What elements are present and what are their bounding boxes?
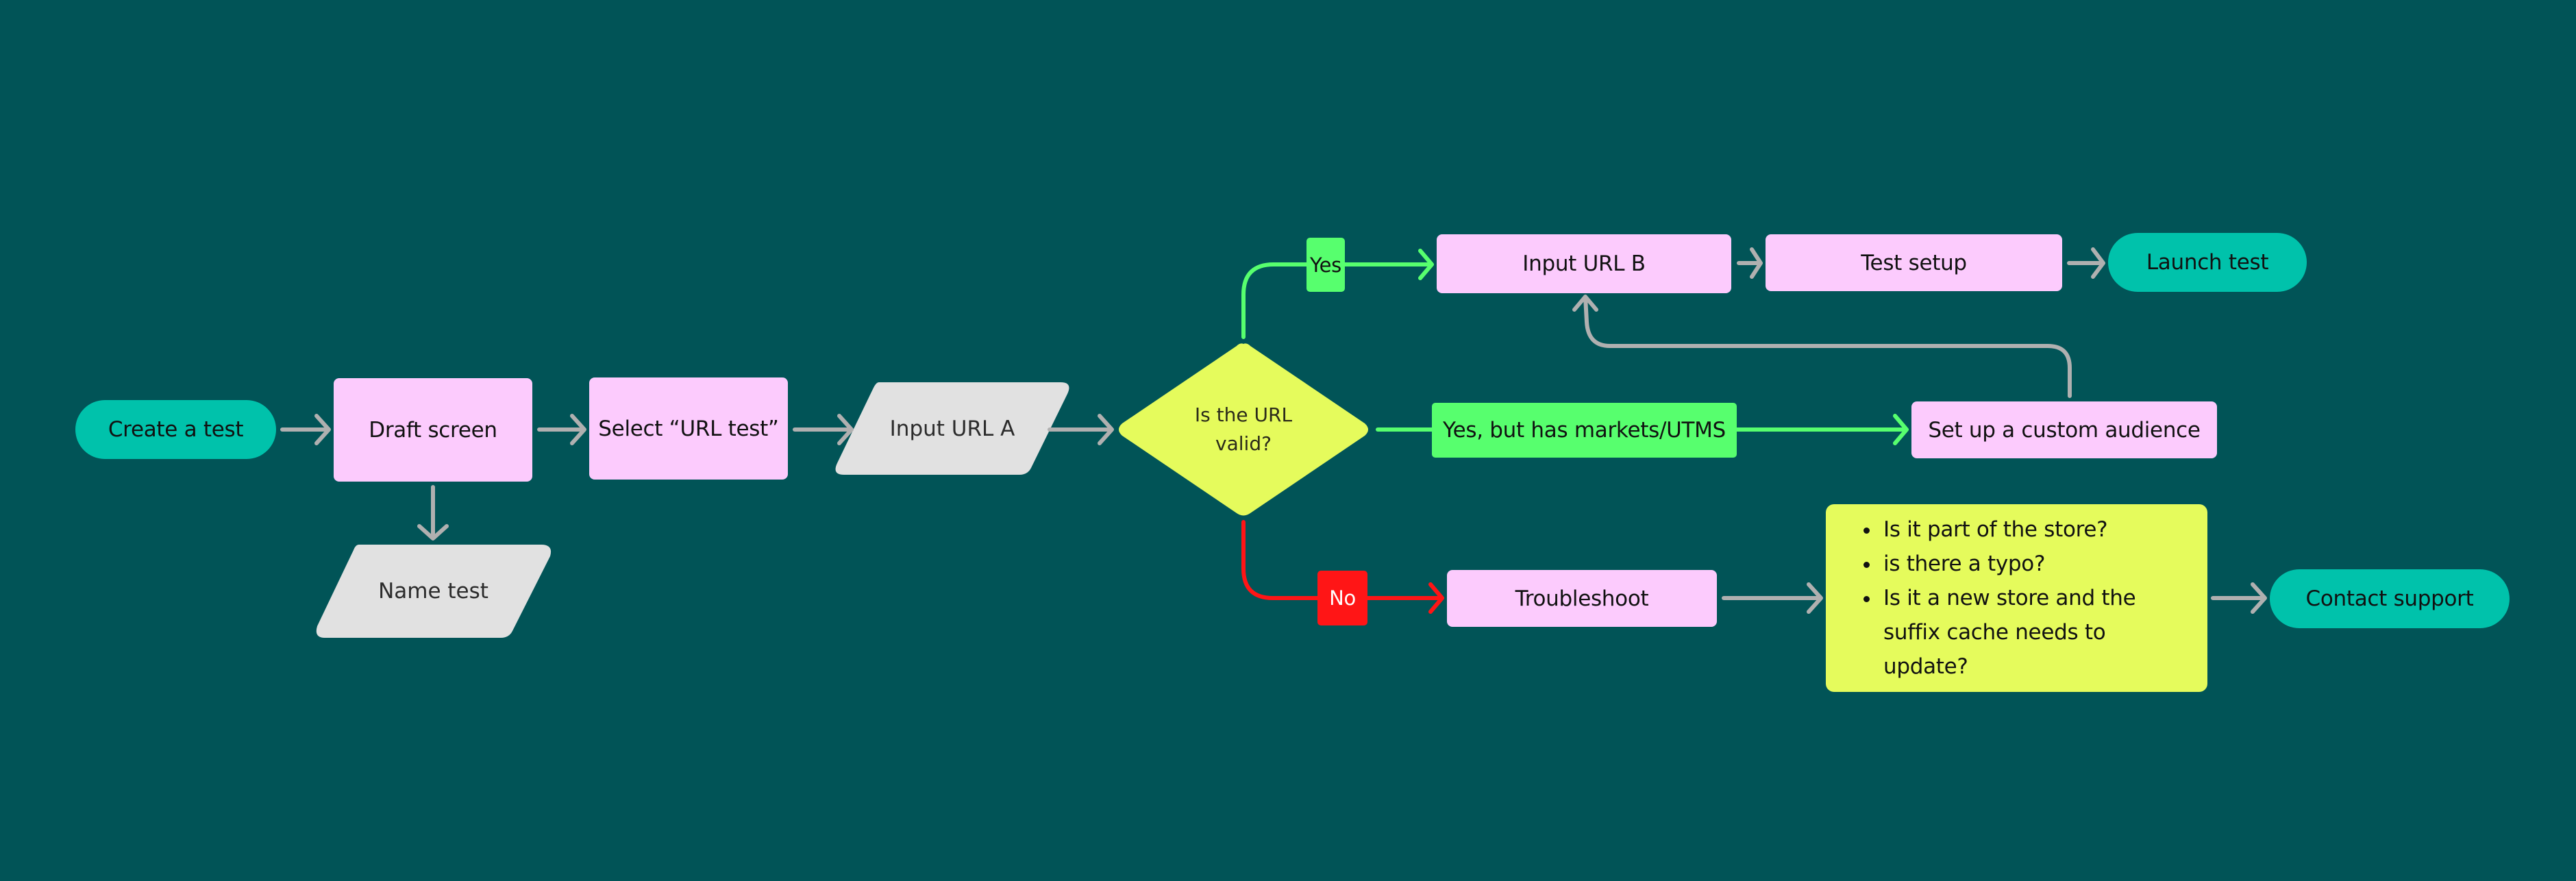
node-input-url-b[interactable]: Input URL B	[1437, 234, 1731, 293]
node-create-test-label: Create a test	[108, 417, 244, 442]
input-url-a-shape[interactable]	[835, 382, 1069, 475]
edge-label-no-text: No	[1329, 586, 1356, 610]
edge-create-to-draft	[280, 414, 331, 445]
node-name-test-label: Name test	[378, 579, 488, 604]
edge-decision-no	[1241, 520, 1444, 614]
node-input-url-a[interactable]: Input URL A	[843, 382, 1062, 475]
checklist-item: is there a typo?	[1881, 547, 2157, 581]
edge-setup-to-launch	[2067, 247, 2105, 279]
node-yes-but-markets[interactable]: Yes, but has markets/UTMS	[1432, 403, 1737, 458]
edge-input-b-to-setup	[1737, 247, 1763, 279]
checklist-item: Is it a new store and the suffix cache n…	[1881, 581, 2157, 684]
node-decision[interactable]: Is the URL valid?	[1175, 388, 1312, 471]
edge-troubleshoot-to-checks	[1722, 582, 1823, 614]
edge-label-yes-text: Yes	[1310, 253, 1341, 277]
node-yes-but-markets-label: Yes, but has markets/UTMS	[1443, 418, 1726, 443]
checklist-item: Is it part of the store?	[1881, 512, 2157, 547]
edge-draft-to-select	[537, 414, 586, 445]
node-create-test[interactable]: Create a test	[75, 400, 276, 459]
edge-decision-yes	[1241, 249, 1434, 339]
node-select-url-test-label: Select “URL test”	[598, 416, 779, 441]
node-select-url-test[interactable]: Select “URL test”	[589, 377, 788, 480]
node-troubleshoot-checks[interactable]: Is it part of the store? is there a typo…	[1826, 504, 2207, 692]
node-input-url-b-label: Input URL B	[1522, 251, 1646, 276]
node-draft-screen[interactable]: Draft screen	[334, 378, 532, 482]
node-troubleshoot[interactable]: Troubleshoot	[1447, 570, 1717, 627]
edge-input-a-to-decision	[1048, 414, 1114, 445]
node-draft-screen-label: Draft screen	[369, 417, 497, 443]
node-custom-audience-label: Set up a custom audience	[1928, 417, 2201, 443]
node-name-test[interactable]: Name test	[322, 545, 545, 638]
decision-diamond-shape[interactable]	[1119, 343, 1368, 516]
edge-draft-to-name	[417, 485, 449, 541]
node-test-setup-label: Test setup	[1861, 250, 1967, 275]
node-launch-test-label: Launch test	[2146, 250, 2269, 275]
node-contact-support-label: Contact support	[2305, 586, 2474, 611]
node-launch-test[interactable]: Launch test	[2108, 233, 2307, 292]
edge-label-yes: Yes	[1306, 238, 1345, 292]
node-decision-label: Is the URL valid?	[1194, 404, 1293, 455]
edge-select-to-input-a	[793, 414, 854, 445]
node-troubleshoot-label: Troubleshoot	[1515, 586, 1649, 611]
node-test-setup[interactable]: Test setup	[1766, 234, 2062, 291]
edge-checks-to-contact	[2211, 582, 2267, 614]
node-custom-audience[interactable]: Set up a custom audience	[1911, 401, 2217, 458]
node-contact-support[interactable]: Contact support	[2270, 569, 2510, 628]
edge-audience-to-input-b	[1572, 295, 2072, 398]
node-input-url-a-label: Input URL A	[889, 416, 1015, 441]
edge-label-no: No	[1317, 571, 1367, 625]
troubleshoot-checklist: Is it part of the store? is there a typo…	[1826, 512, 2157, 684]
edge-decision-yes-but	[1376, 414, 1909, 445]
name-test-shape[interactable]	[316, 545, 552, 638]
